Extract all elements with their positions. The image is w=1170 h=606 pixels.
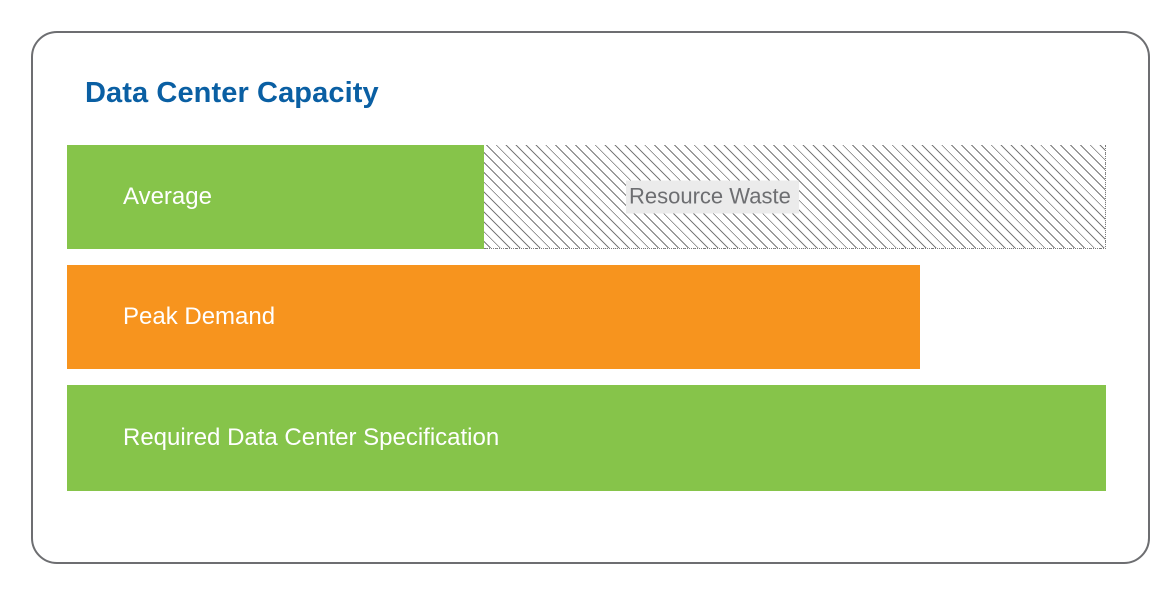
resource-waste-region: Resource Waste bbox=[484, 145, 1106, 249]
average-bar: Average bbox=[67, 145, 484, 249]
resource-waste-label: Resource Waste bbox=[626, 180, 799, 213]
required-specification-label: Required Data Center Specification bbox=[123, 424, 500, 451]
required-specification-bar: Required Data Center Specification bbox=[67, 385, 1106, 491]
average-label: Average bbox=[123, 183, 212, 210]
peak-demand-bar: Peak Demand bbox=[67, 265, 920, 369]
peak-demand-label: Peak Demand bbox=[123, 303, 276, 330]
diagram-title: Data Center Capacity bbox=[85, 77, 379, 109]
